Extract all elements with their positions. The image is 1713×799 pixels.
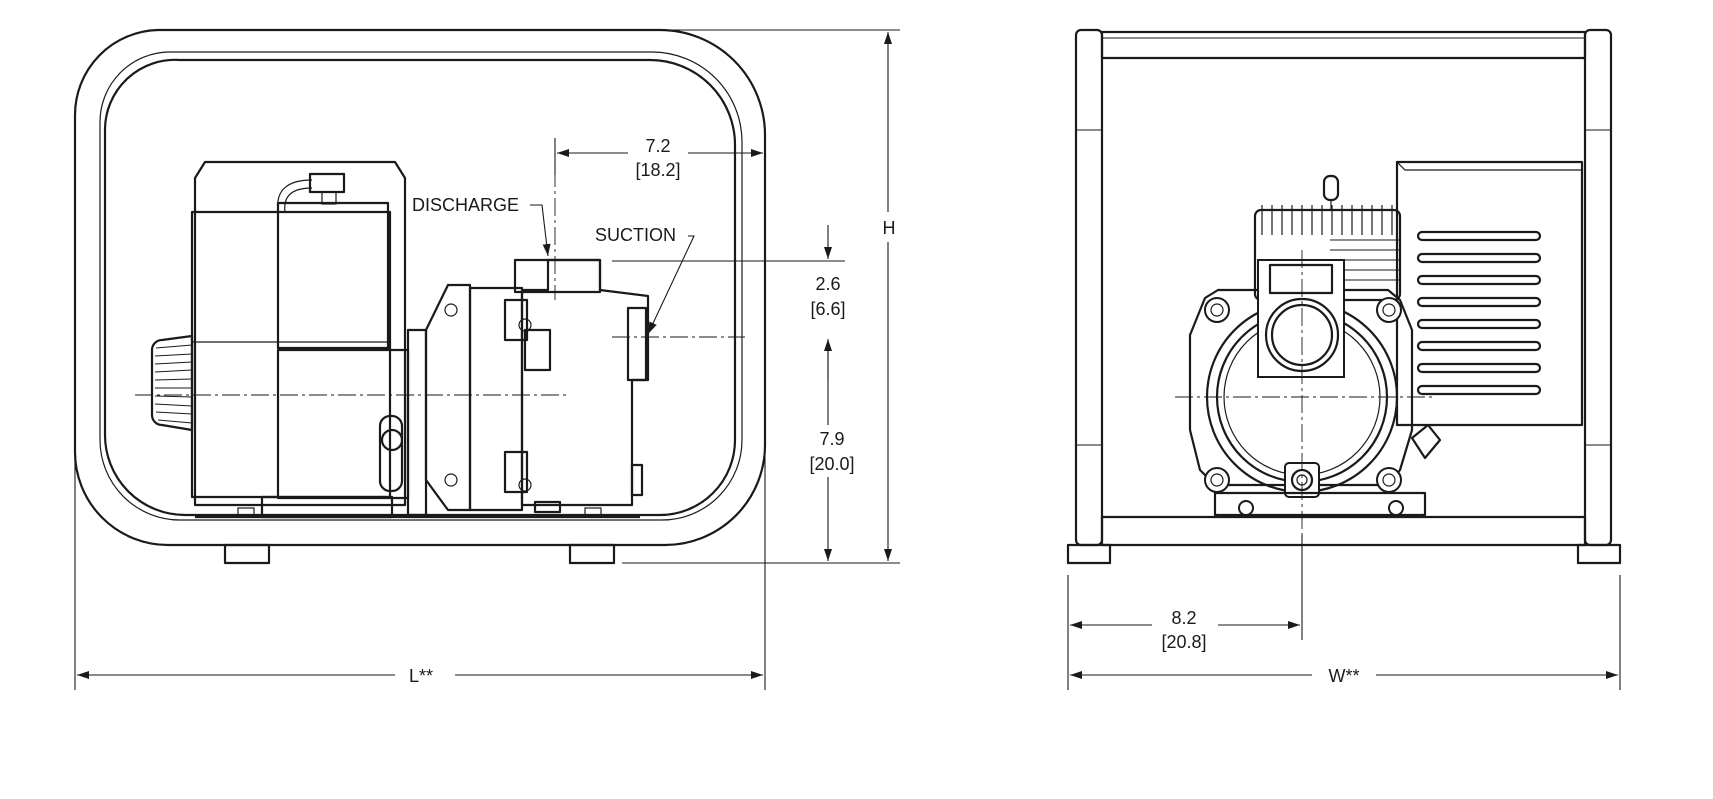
dim-7-9-value: 7.9: [819, 429, 844, 449]
dim-2-6-metric: [6.6]: [810, 299, 845, 319]
front-post-right: [1583, 28, 1613, 547]
base-bolt-right: [584, 507, 602, 517]
suction-label: SUCTION: [595, 225, 676, 245]
front-view: [1066, 28, 1622, 565]
fuel-fitting-2: [321, 191, 337, 205]
engine-crank-case: [276, 348, 410, 500]
pump-flange: [424, 283, 472, 512]
fuel-hose-2: [284, 187, 313, 213]
air-filter-fins: [154, 344, 193, 424]
base-bolt-left: [237, 507, 255, 517]
side-frame-outer: [73, 28, 767, 547]
engine-vents: [1416, 230, 1542, 396]
pump-bolt-top: [503, 298, 529, 342]
front-bottom-rail: [1100, 515, 1587, 547]
front-discharge-port-inner: [1270, 303, 1334, 367]
front-view-dimensions: 8.2 [20.8] W**: [1067, 535, 1621, 690]
side-view-dimensions: 7.2 [18.2] DISCHARGE SUCTION 2.6 [6.6] 7…: [74, 29, 900, 690]
side-frame-inner2: [103, 58, 737, 517]
dim-8-2-value: 8.2: [1171, 608, 1196, 628]
engine-shroud: [1395, 160, 1584, 427]
adapter-ring: [406, 328, 428, 517]
pump-body-outer: [1188, 288, 1414, 487]
suction-leader: [647, 235, 695, 335]
dim-l-label: L**: [409, 666, 433, 686]
drain-plug: [630, 463, 644, 497]
side-frame-inner: [99, 51, 743, 521]
front-pump-base: [1213, 491, 1427, 517]
front-discharge-cap: [1268, 263, 1334, 295]
pump-bolt-bottom: [503, 450, 529, 494]
side-foot-left: [223, 543, 271, 565]
front-top-rail: [1100, 30, 1587, 60]
discharge-port: [513, 258, 602, 294]
front-foot-right: [1576, 543, 1622, 565]
discharge-label: DISCHARGE: [412, 195, 519, 215]
pump-foot: [533, 500, 562, 514]
spark-plug: [1322, 174, 1340, 202]
front-side-fitting: [1410, 423, 1442, 460]
discharge-leader: [530, 204, 551, 257]
dim-w-label: W**: [1329, 666, 1360, 686]
choke-lever: [378, 414, 404, 493]
dim-7-2-metric: [18.2]: [635, 160, 680, 180]
pump-volute: [520, 258, 650, 507]
dim-7-9-metric: [20.0]: [809, 454, 854, 474]
pump-flange-plate: [468, 286, 524, 512]
air-filter: [150, 334, 194, 432]
engine-shroud-top: [1396, 161, 1582, 171]
engine-cover: [193, 160, 407, 507]
engine-upper-housing: [276, 201, 390, 350]
front-foot-left: [1066, 543, 1112, 565]
choke-knob: [380, 428, 404, 452]
fuel-hose: [277, 179, 313, 213]
dim-2-6-value: 2.6: [815, 274, 840, 294]
suction-port: [626, 306, 648, 382]
side-view: [73, 28, 767, 565]
dim-h-label: H: [883, 218, 896, 238]
fuel-fitting: [308, 172, 346, 194]
dim-8-2-metric: [20.8]: [1161, 632, 1206, 652]
front-post-left: [1074, 28, 1104, 547]
dim-7-2-value: 7.2: [645, 136, 670, 156]
side-foot-right: [568, 543, 616, 565]
engine-tank: [190, 210, 392, 499]
volute-boss: [523, 328, 552, 372]
